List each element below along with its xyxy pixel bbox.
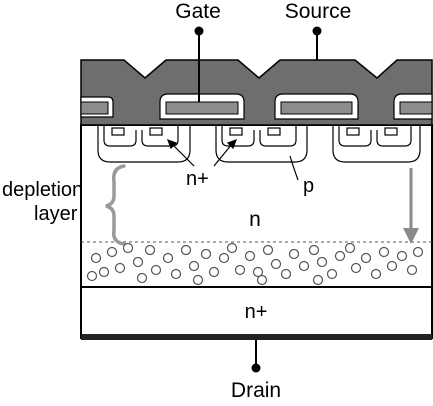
drain-contact-bar xyxy=(81,334,432,340)
gate-structures xyxy=(80,93,433,120)
source-terminal-dot xyxy=(312,26,322,36)
drain-label: Drain xyxy=(231,379,281,401)
current-flow-arrow-head xyxy=(403,228,419,244)
gate-label: Gate xyxy=(175,0,221,23)
n-plus-source-implants xyxy=(103,125,412,147)
n-drift-label: n xyxy=(249,208,261,231)
drain-terminal-dot xyxy=(251,363,261,373)
p-body-label: p xyxy=(303,175,314,197)
depletion-label-line1: depletion xyxy=(2,179,83,201)
p-body-wells xyxy=(97,125,421,163)
gate-poly-2 xyxy=(280,101,353,115)
n-plus-substrate-label: n+ xyxy=(245,301,268,323)
device-body xyxy=(80,124,433,339)
n-plus-channel-label: n+ xyxy=(186,168,209,190)
gate-poly-1 xyxy=(165,101,239,115)
depletion-label-line2: layer xyxy=(34,203,78,225)
source-metal-layer xyxy=(80,59,433,126)
carrier-bubbles xyxy=(86,242,424,286)
annotation-arrows xyxy=(166,138,299,181)
source-label: Source xyxy=(285,0,352,23)
gate-terminal-dot xyxy=(194,26,204,36)
depletion-bracket xyxy=(105,164,126,246)
